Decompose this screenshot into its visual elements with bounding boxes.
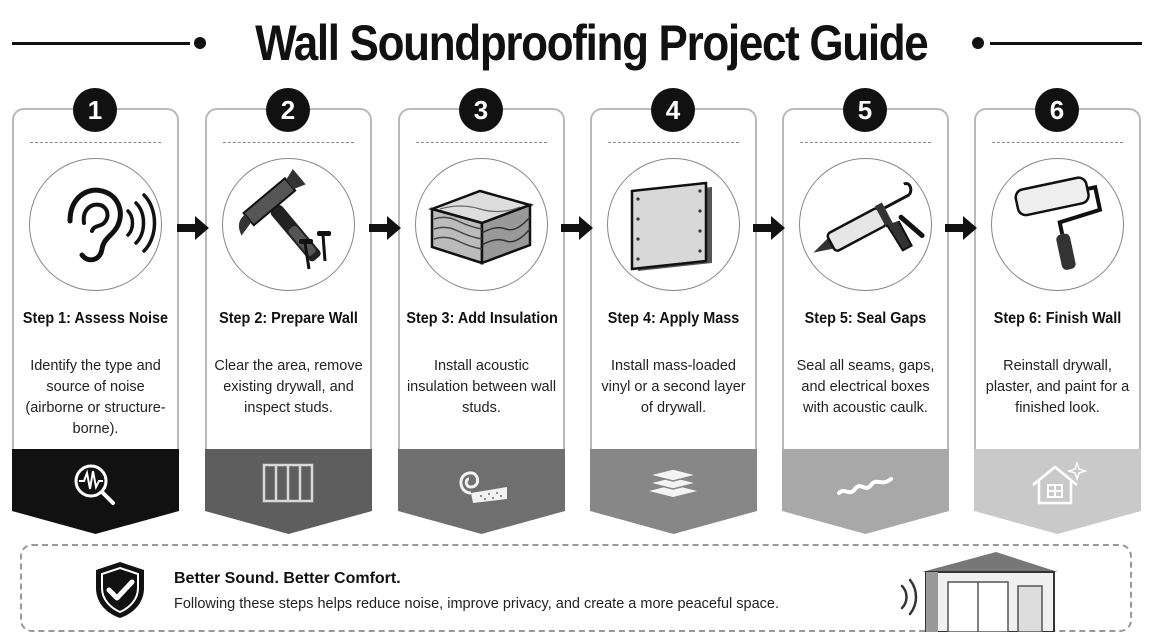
footer-text: Following these steps helps reduce noise… bbox=[174, 596, 780, 612]
footer-panel: Better Sound. Better Comfort. Following … bbox=[20, 544, 1132, 632]
step-banner bbox=[782, 449, 949, 534]
title-dot-right bbox=[972, 37, 984, 49]
step-number-badge: 3 bbox=[459, 88, 503, 132]
arrow-right-icon bbox=[753, 216, 785, 240]
arrow-right-icon bbox=[945, 216, 977, 240]
step-description: Clear the area, remove existing drywall,… bbox=[214, 358, 363, 416]
arrow-right-icon bbox=[369, 216, 401, 240]
page-title: Wall Soundproofing Project Guide bbox=[255, 15, 929, 71]
icon-circle bbox=[415, 158, 548, 291]
card-divider bbox=[800, 142, 931, 143]
step-banner bbox=[205, 449, 372, 534]
step-title: Step 1: Assess Noise bbox=[22, 310, 169, 327]
step-number-badge: 4 bbox=[651, 88, 695, 132]
step-card-4: 4 Step 4: Apply Mass Install mass-loaded… bbox=[590, 88, 757, 534]
drywall-panel-icon bbox=[630, 181, 712, 271]
title-rule-right bbox=[990, 42, 1142, 45]
step-card-6: 6 Step 6: Finish Wall Reinstall drywall,… bbox=[974, 88, 1141, 534]
step-banner bbox=[12, 449, 179, 534]
card-divider bbox=[608, 142, 739, 143]
card-divider bbox=[30, 142, 161, 143]
step-number-badge: 6 bbox=[1035, 88, 1079, 132]
magnifier-waveform-icon bbox=[74, 464, 115, 505]
step-banner bbox=[974, 449, 1141, 534]
step-title: Step 3: Add Insulation bbox=[406, 310, 558, 327]
insulation-block-icon bbox=[427, 189, 535, 265]
hammer-nails-icon bbox=[238, 169, 331, 270]
wall-studs-icon bbox=[262, 463, 314, 503]
icon-circle bbox=[222, 158, 355, 291]
icon-circle bbox=[29, 158, 162, 291]
house-sparkle-icon bbox=[1032, 461, 1087, 505]
icon-circle bbox=[799, 158, 932, 291]
step-card-3: 3 Step 3: Add Insulation Install acousti… bbox=[398, 88, 565, 534]
arrow-right-icon bbox=[177, 216, 209, 240]
ear-sound-icon bbox=[67, 187, 157, 263]
step-title: Step 4: Apply Mass bbox=[607, 310, 740, 327]
arrow-right-icon bbox=[561, 216, 593, 240]
stacked-layers-icon bbox=[648, 468, 698, 497]
card-divider bbox=[223, 142, 354, 143]
paint-roller-icon bbox=[1014, 176, 1103, 270]
step-number-badge: 1 bbox=[73, 88, 117, 132]
title-dot-left bbox=[194, 37, 206, 49]
step-description: Identify the type and source of noise (a… bbox=[25, 358, 166, 437]
card-divider bbox=[992, 142, 1123, 143]
title-row: Wall Soundproofing Project Guide bbox=[0, 10, 1152, 74]
caulk-gun-icon bbox=[813, 182, 925, 253]
step-description: Install acoustic insulation between wall… bbox=[406, 358, 557, 416]
title-rule-left bbox=[12, 42, 190, 45]
step-card-1: 1 Step 1: Assess Noise Identify the type… bbox=[12, 88, 179, 534]
icon-circle bbox=[991, 158, 1124, 291]
shield-check-icon bbox=[96, 562, 144, 618]
step-title: Step 2: Prepare Wall bbox=[219, 310, 358, 327]
step-number-badge: 2 bbox=[266, 88, 310, 132]
step-title: Step 6: Finish Wall bbox=[993, 310, 1122, 327]
step-description: Reinstall drywall, plaster, and paint fo… bbox=[985, 358, 1130, 416]
icon-circle bbox=[607, 158, 740, 291]
step-card-5: 5 Step 5: Seal Gaps Seal all seams, gaps… bbox=[782, 88, 949, 534]
insulation-roll-icon bbox=[459, 471, 507, 503]
card-divider bbox=[416, 142, 547, 143]
step-description: Install mass-loaded vinyl or a second la… bbox=[601, 358, 746, 416]
soundproof-house-icon bbox=[900, 552, 1058, 632]
step-description: Seal all seams, gaps, and electrical box… bbox=[796, 358, 935, 416]
step-number-badge: 5 bbox=[843, 88, 887, 132]
caulk-bead-icon bbox=[837, 477, 893, 495]
step-title: Step 5: Seal Gaps bbox=[804, 310, 927, 327]
footer-title: Better Sound. Better Comfort. bbox=[174, 570, 401, 587]
step-card-2: 2 Step 2: Prepare Wall Clear the area, r… bbox=[205, 88, 372, 534]
step-banner bbox=[398, 449, 565, 534]
step-banner bbox=[590, 449, 757, 534]
